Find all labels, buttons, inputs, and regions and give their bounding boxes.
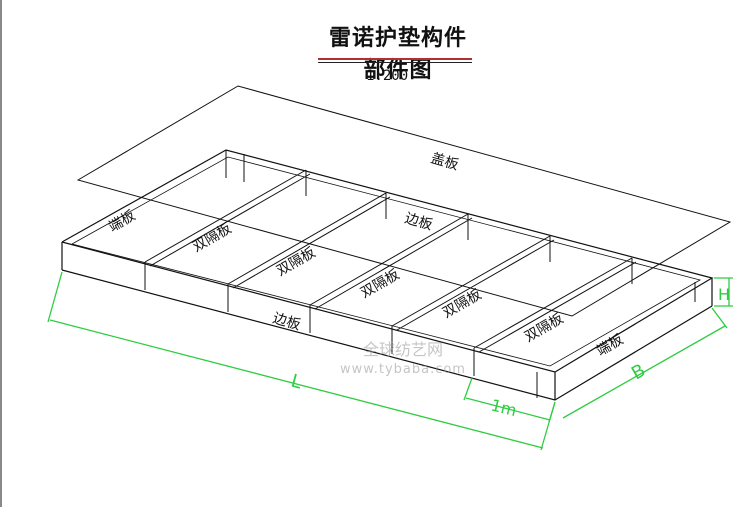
dimension-width-label: B [628, 360, 649, 384]
diaphragm-label-1: 双隔板 [190, 221, 234, 256]
scale-label: 1:200 [366, 68, 409, 84]
dimension-lines [47, 271, 733, 451]
watermark: 全球纺艺网 www.tybaba.com [318, 340, 488, 380]
watermark-url: www.tybaba.com [340, 362, 466, 377]
dimension-cell-label: 1m [489, 395, 519, 420]
dimension-length-label: L [289, 371, 304, 394]
diaphragm-lines [144, 150, 696, 398]
lid-label: 盖板 [429, 150, 460, 173]
diaphragm-label-5: 双隔板 [522, 311, 566, 346]
dimension-height-label: H [718, 285, 730, 304]
end-panel-right-label: 端板 [594, 332, 626, 360]
diaphragm-label-2: 双隔板 [274, 245, 318, 280]
watermark-cn: 全球纺艺网 [362, 340, 443, 359]
box-outline [61, 149, 714, 401]
end-panel-left-label: 端板 [106, 208, 138, 236]
title-underline-red [318, 58, 472, 60]
diaphragm-label-4: 双隔板 [440, 287, 484, 322]
side-panel-top-label: 边板 [403, 210, 434, 233]
title-underline-black [318, 62, 472, 63]
lid-panel [76, 85, 732, 317]
diaphragm-label-3: 双隔板 [358, 267, 402, 302]
side-panel-bottom-label: 边板 [271, 310, 302, 333]
